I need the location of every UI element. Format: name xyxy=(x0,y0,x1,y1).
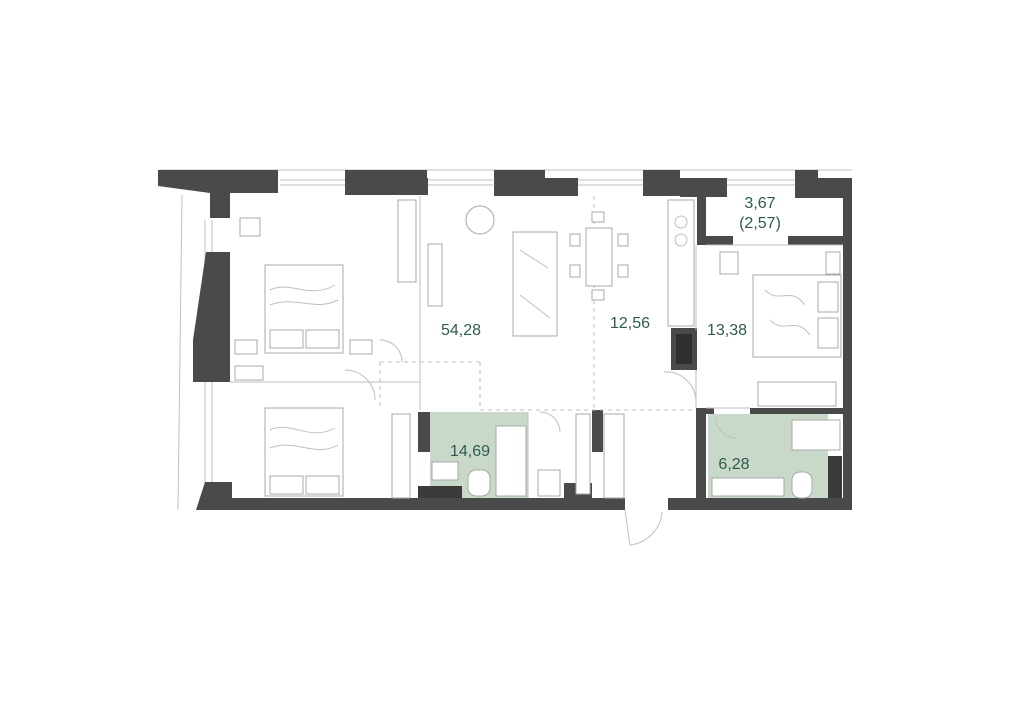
room-area-kitchen: 12,56 xyxy=(610,315,650,332)
furniture xyxy=(234,199,842,499)
room-area-bedroom: 13,38 xyxy=(707,322,747,339)
walls xyxy=(158,170,852,510)
room-area-balcony: 3,67 xyxy=(744,195,775,212)
room-area-bathroom-1: 14,69 xyxy=(450,443,490,460)
room-area-living: 54,28 xyxy=(441,322,481,339)
room-area-bathroom-2: 6,28 xyxy=(718,456,749,473)
area-labels: 54,28 12,56 13,38 14,69 6,28 3,67 (2,57) xyxy=(441,195,781,473)
room-area-balcony-reduced: (2,57) xyxy=(739,215,781,232)
partitions xyxy=(230,196,843,546)
